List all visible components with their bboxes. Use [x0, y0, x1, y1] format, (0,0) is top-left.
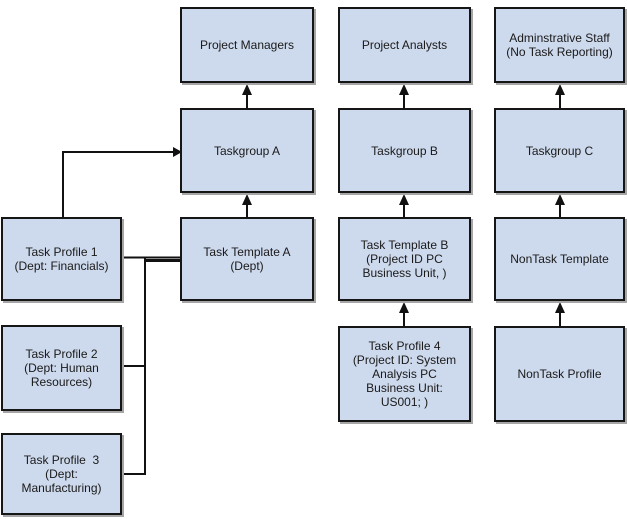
box-task-profile-2-label: Task Profile 2 (Dept: Human Resources)	[24, 347, 99, 389]
box-task-profile-3: Task Profile 3 (Dept: Manufacturing)	[1, 433, 122, 515]
box-task-template-a: Task Template A (Dept)	[180, 217, 314, 301]
box-taskgroup-c: Taskgroup C	[494, 108, 625, 193]
box-project-managers: Project Managers	[180, 7, 314, 83]
box-administrative-staff: Adminstrative Staff (No Task Reporting)	[494, 7, 625, 83]
box-task-profile-4: Task Profile 4 (Project ID: System Analy…	[338, 326, 471, 422]
box-task-template-b: Task Template B (Project ID PC Business …	[338, 217, 471, 301]
box-task-profile-3-label: Task Profile 3 (Dept: Manufacturing)	[21, 453, 102, 495]
box-taskgroup-a-label: Taskgroup A	[213, 143, 281, 158]
box-task-template-b-label: Task Template B (Project ID PC Business …	[360, 238, 449, 280]
box-task-profile-2: Task Profile 2 (Dept: Human Resources)	[1, 325, 122, 411]
box-nontask-template-label: NonTask Template	[510, 252, 609, 266]
box-project-analysts: Project Analysts	[338, 7, 471, 83]
box-task-profile-1-label: Task Profile 1 (Dept: Financials)	[14, 245, 109, 273]
line-task-profile-1-to-task-template-a	[122, 256, 181, 262]
arrow-taskgroup-a-to-project-managers	[242, 84, 252, 108]
box-taskgroup-a: Taskgroup A	[180, 108, 314, 193]
arrow-taskgroup-b-to-project-analysts	[399, 84, 409, 108]
box-project-analysts-label: Project Analysts	[361, 38, 448, 52]
arrow-taskgroup-c-to-administrative-staff	[555, 84, 565, 108]
box-nontask-template: NonTask Template	[494, 217, 625, 301]
box-administrative-staff-label: Adminstrative Staff (No Task Reporting)	[506, 31, 613, 59]
box-taskgroup-b-label: Taskgroup B	[371, 143, 438, 158]
arrow-task-profile-1-to-taskgroup-a	[62, 147, 182, 217]
box-nontask-profile-label: NonTask Profile	[517, 367, 602, 381]
arrow-task-profile-4-to-task-template-b	[399, 302, 409, 326]
box-task-profile-1: Task Profile 1 (Dept: Financials)	[1, 217, 122, 301]
box-task-profile-4-label: Task Profile 4 (Project ID: System Analy…	[352, 339, 457, 409]
arrow-task-template-a-to-taskgroup-a	[242, 194, 252, 217]
box-project-managers-label: Project Managers	[199, 38, 295, 52]
box-taskgroup-c-label: Taskgroup C	[525, 143, 594, 158]
box-task-template-a-label: Task Template A (Dept)	[203, 245, 291, 273]
arrow-nontask-template-to-taskgroup-c	[555, 194, 565, 217]
arrow-nontask-profile-to-nontask-template	[555, 302, 565, 326]
box-nontask-profile: NonTask Profile	[494, 326, 625, 422]
arrow-task-template-b-to-taskgroup-b	[399, 194, 409, 217]
box-taskgroup-b: Taskgroup B	[338, 108, 471, 193]
